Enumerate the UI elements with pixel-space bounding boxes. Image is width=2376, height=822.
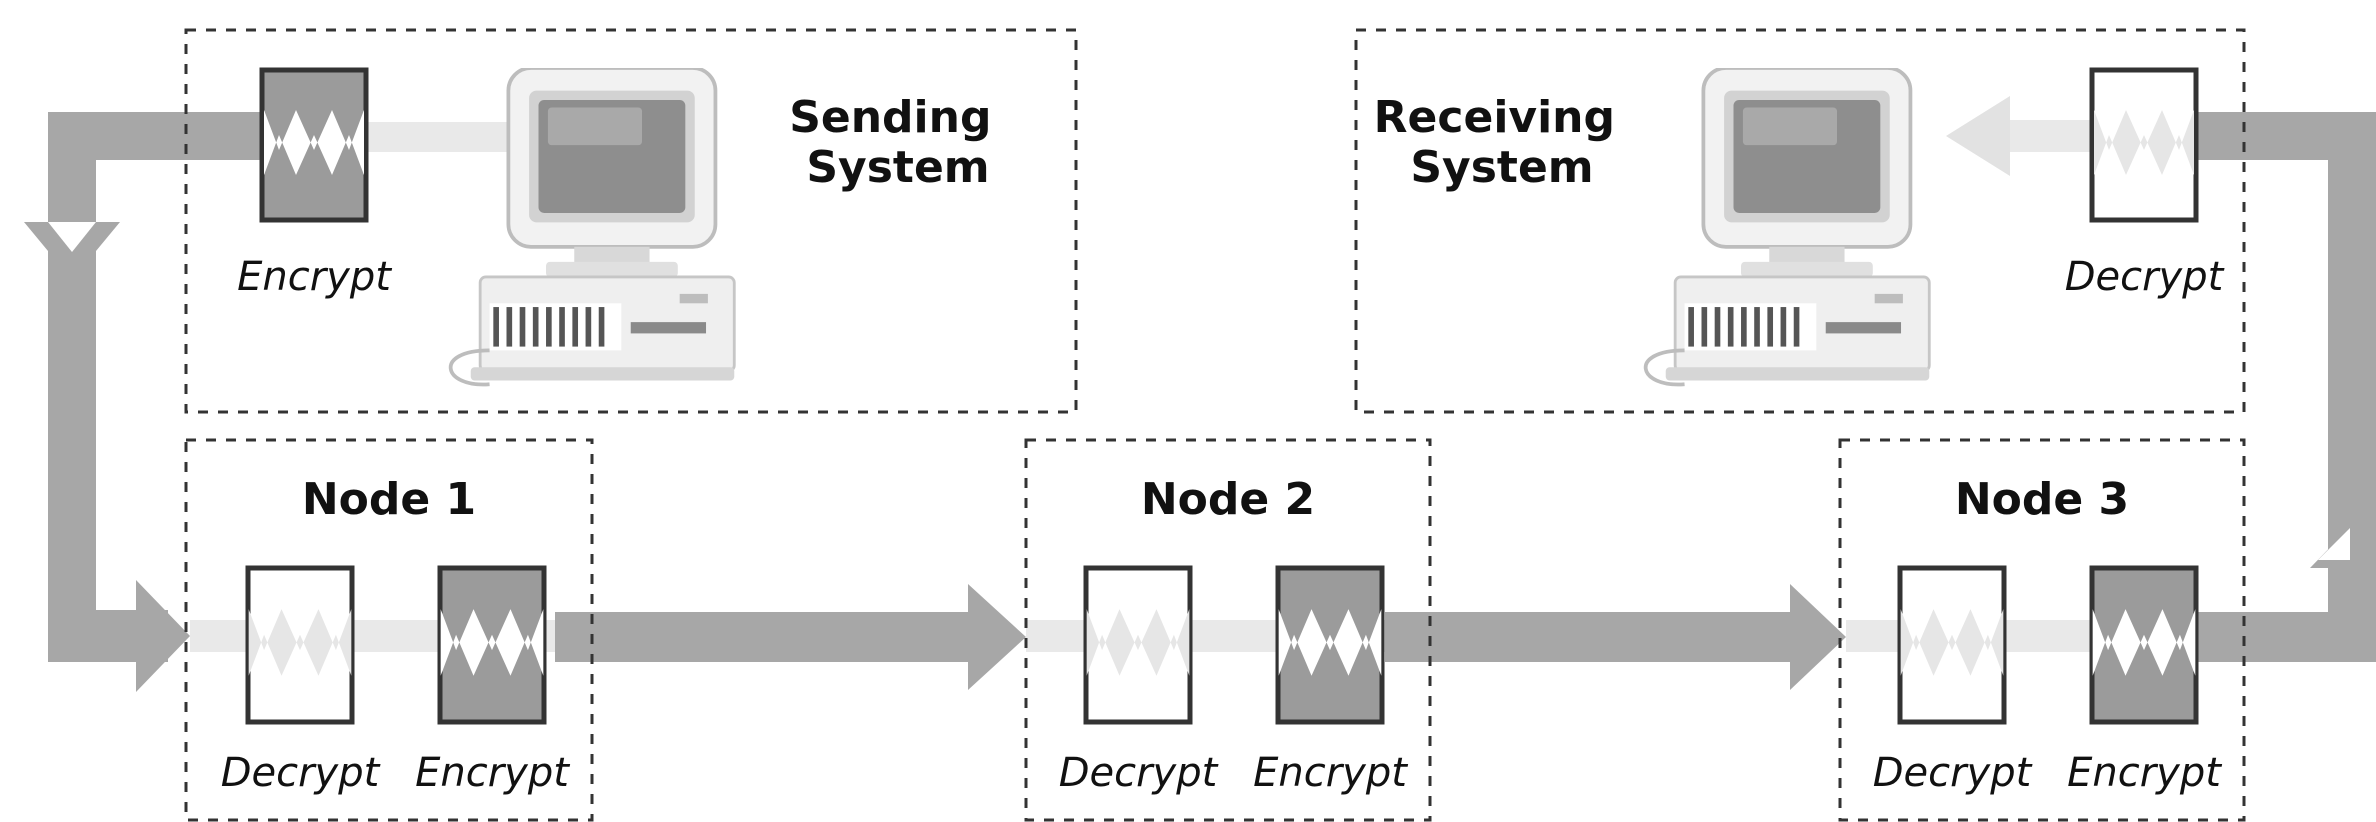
node-2-title: Node 2: [1141, 474, 1315, 525]
receiver-decrypt-label: Decrypt: [2065, 254, 2225, 300]
flow-band-node1-to-node2: [555, 612, 995, 662]
flow-band-node2-to-node3: [1385, 612, 1815, 662]
node-3-decrypt-document-icon: [1897, 565, 2007, 725]
sending-system-title-line1: Sending: [789, 92, 991, 143]
receiving-system-box: Receiving System Decrypt: [1354, 28, 2246, 414]
node-3-box: Node 3 Decrypt Encrypt: [1838, 438, 2246, 822]
node-1-decrypt-document-icon: [245, 565, 355, 725]
receiving-computer-icon: [1646, 68, 1930, 384]
node-2-decrypt-label: Decrypt: [1059, 750, 1219, 796]
flow-band-left-vertical: [48, 112, 96, 630]
sender-encrypt-label: Encrypt: [237, 254, 392, 300]
node-2-decrypt-document-icon: [1083, 565, 1193, 725]
sending-system-title: Sending System: [789, 92, 1007, 193]
node-3-title: Node 3: [1955, 474, 2129, 525]
node-3-decrypt-label: Decrypt: [1873, 750, 2033, 796]
flow-arrow-right-node1: [136, 580, 190, 692]
flow-arrow-up-right-inner: [2318, 528, 2350, 560]
node-1-encrypt-label: Encrypt: [415, 750, 570, 796]
receiving-system-title-line2: System: [1410, 142, 1593, 193]
node-2-encrypt-label: Encrypt: [1253, 750, 1408, 796]
receiver-decrypt-document-icon: [2089, 67, 2199, 223]
flow-band-receiver-in: [2180, 112, 2376, 160]
flow-arrow-right-node3: [1790, 584, 1846, 690]
flow-arrow-up-right: [2310, 500, 2376, 568]
receiving-system-title-line1: Receiving: [1374, 92, 1615, 143]
sender-encrypt-document-icon: [259, 67, 369, 223]
node-1-box: Node 1 Decrypt Encrypt: [184, 438, 594, 822]
node-3-encrypt-document-icon: [2089, 565, 2199, 725]
node-2-box: Node 2 Decrypt Encrypt: [1024, 438, 1432, 822]
data-flow-path: [24, 96, 2376, 692]
node-1-decrypt-label: Decrypt: [221, 750, 381, 796]
node-3-encrypt-label: Encrypt: [2067, 750, 2222, 796]
node-1-encrypt-document-icon: [437, 565, 547, 725]
flow-arrow-right-node2: [968, 584, 1026, 690]
receiving-system-title: Receiving System: [1374, 92, 1631, 193]
sending-system-box: Sending System Encrypt: [184, 28, 1078, 414]
sending-system-title-line2: System: [806, 142, 989, 193]
flow-band-right-vertical: [2328, 112, 2376, 662]
node-2-encrypt-document-icon: [1275, 565, 1385, 725]
sending-computer-icon: [451, 68, 735, 384]
flow-arrow-left-receiver: [1946, 96, 2010, 176]
flow-arrow-down-left-inner: [48, 222, 96, 252]
node-1-title: Node 1: [302, 474, 476, 525]
